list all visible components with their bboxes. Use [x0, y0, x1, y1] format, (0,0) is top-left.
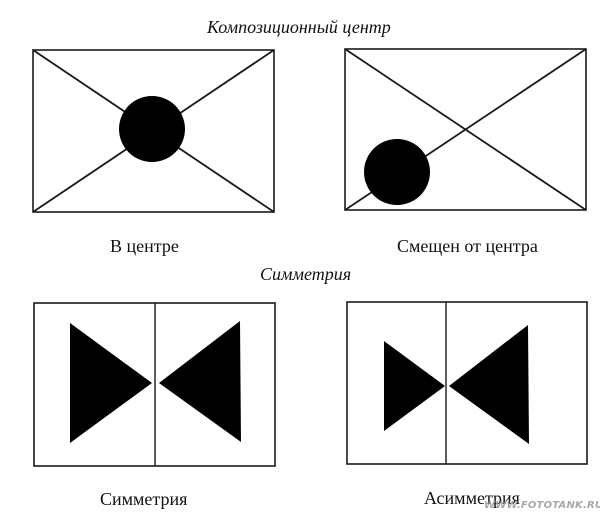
circle-subject — [364, 139, 430, 205]
caption-center: В центре — [110, 236, 179, 256]
heading-composition-center: Композиционный центр — [207, 17, 391, 37]
figure-asymmetry — [346, 301, 588, 465]
frame — [346, 301, 588, 465]
figure-offset — [344, 48, 587, 211]
triangle-right-large — [449, 325, 529, 444]
caption-asymmetric: Асимметрия — [424, 488, 520, 508]
heading-symmetry: Симметрия — [260, 264, 352, 284]
triangle-left-small — [384, 341, 445, 431]
circle-subject — [119, 96, 185, 162]
frame — [32, 49, 275, 213]
caption-offset: Смещен от центра — [397, 236, 538, 256]
triangle-right — [159, 321, 241, 442]
triangle-left — [70, 323, 152, 443]
watermark: WWW.FOTOTANK.RU — [484, 500, 600, 511]
frame — [344, 48, 587, 211]
caption-symmetric: Симметрия — [100, 489, 188, 509]
figure-center — [32, 49, 275, 213]
figure-symmetry — [33, 302, 276, 467]
